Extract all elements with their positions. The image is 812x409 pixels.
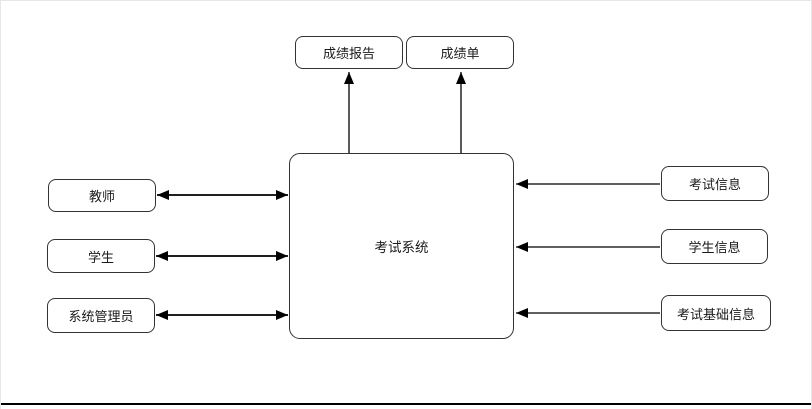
node-exam-base-info: 考试基础信息 xyxy=(661,295,771,331)
node-teacher: 教师 xyxy=(48,179,156,212)
node-transcript: 成绩单 xyxy=(406,36,514,69)
node-exam-info: 考试信息 xyxy=(661,166,769,201)
node-grade-report: 成绩报告 xyxy=(295,36,403,69)
node-student: 学生 xyxy=(47,239,155,273)
node-student-info: 学生信息 xyxy=(661,229,768,264)
node-system-admin: 系统管理员 xyxy=(47,298,155,333)
node-exam-system: 考试系统 xyxy=(289,153,514,339)
bottom-rule xyxy=(1,403,811,405)
